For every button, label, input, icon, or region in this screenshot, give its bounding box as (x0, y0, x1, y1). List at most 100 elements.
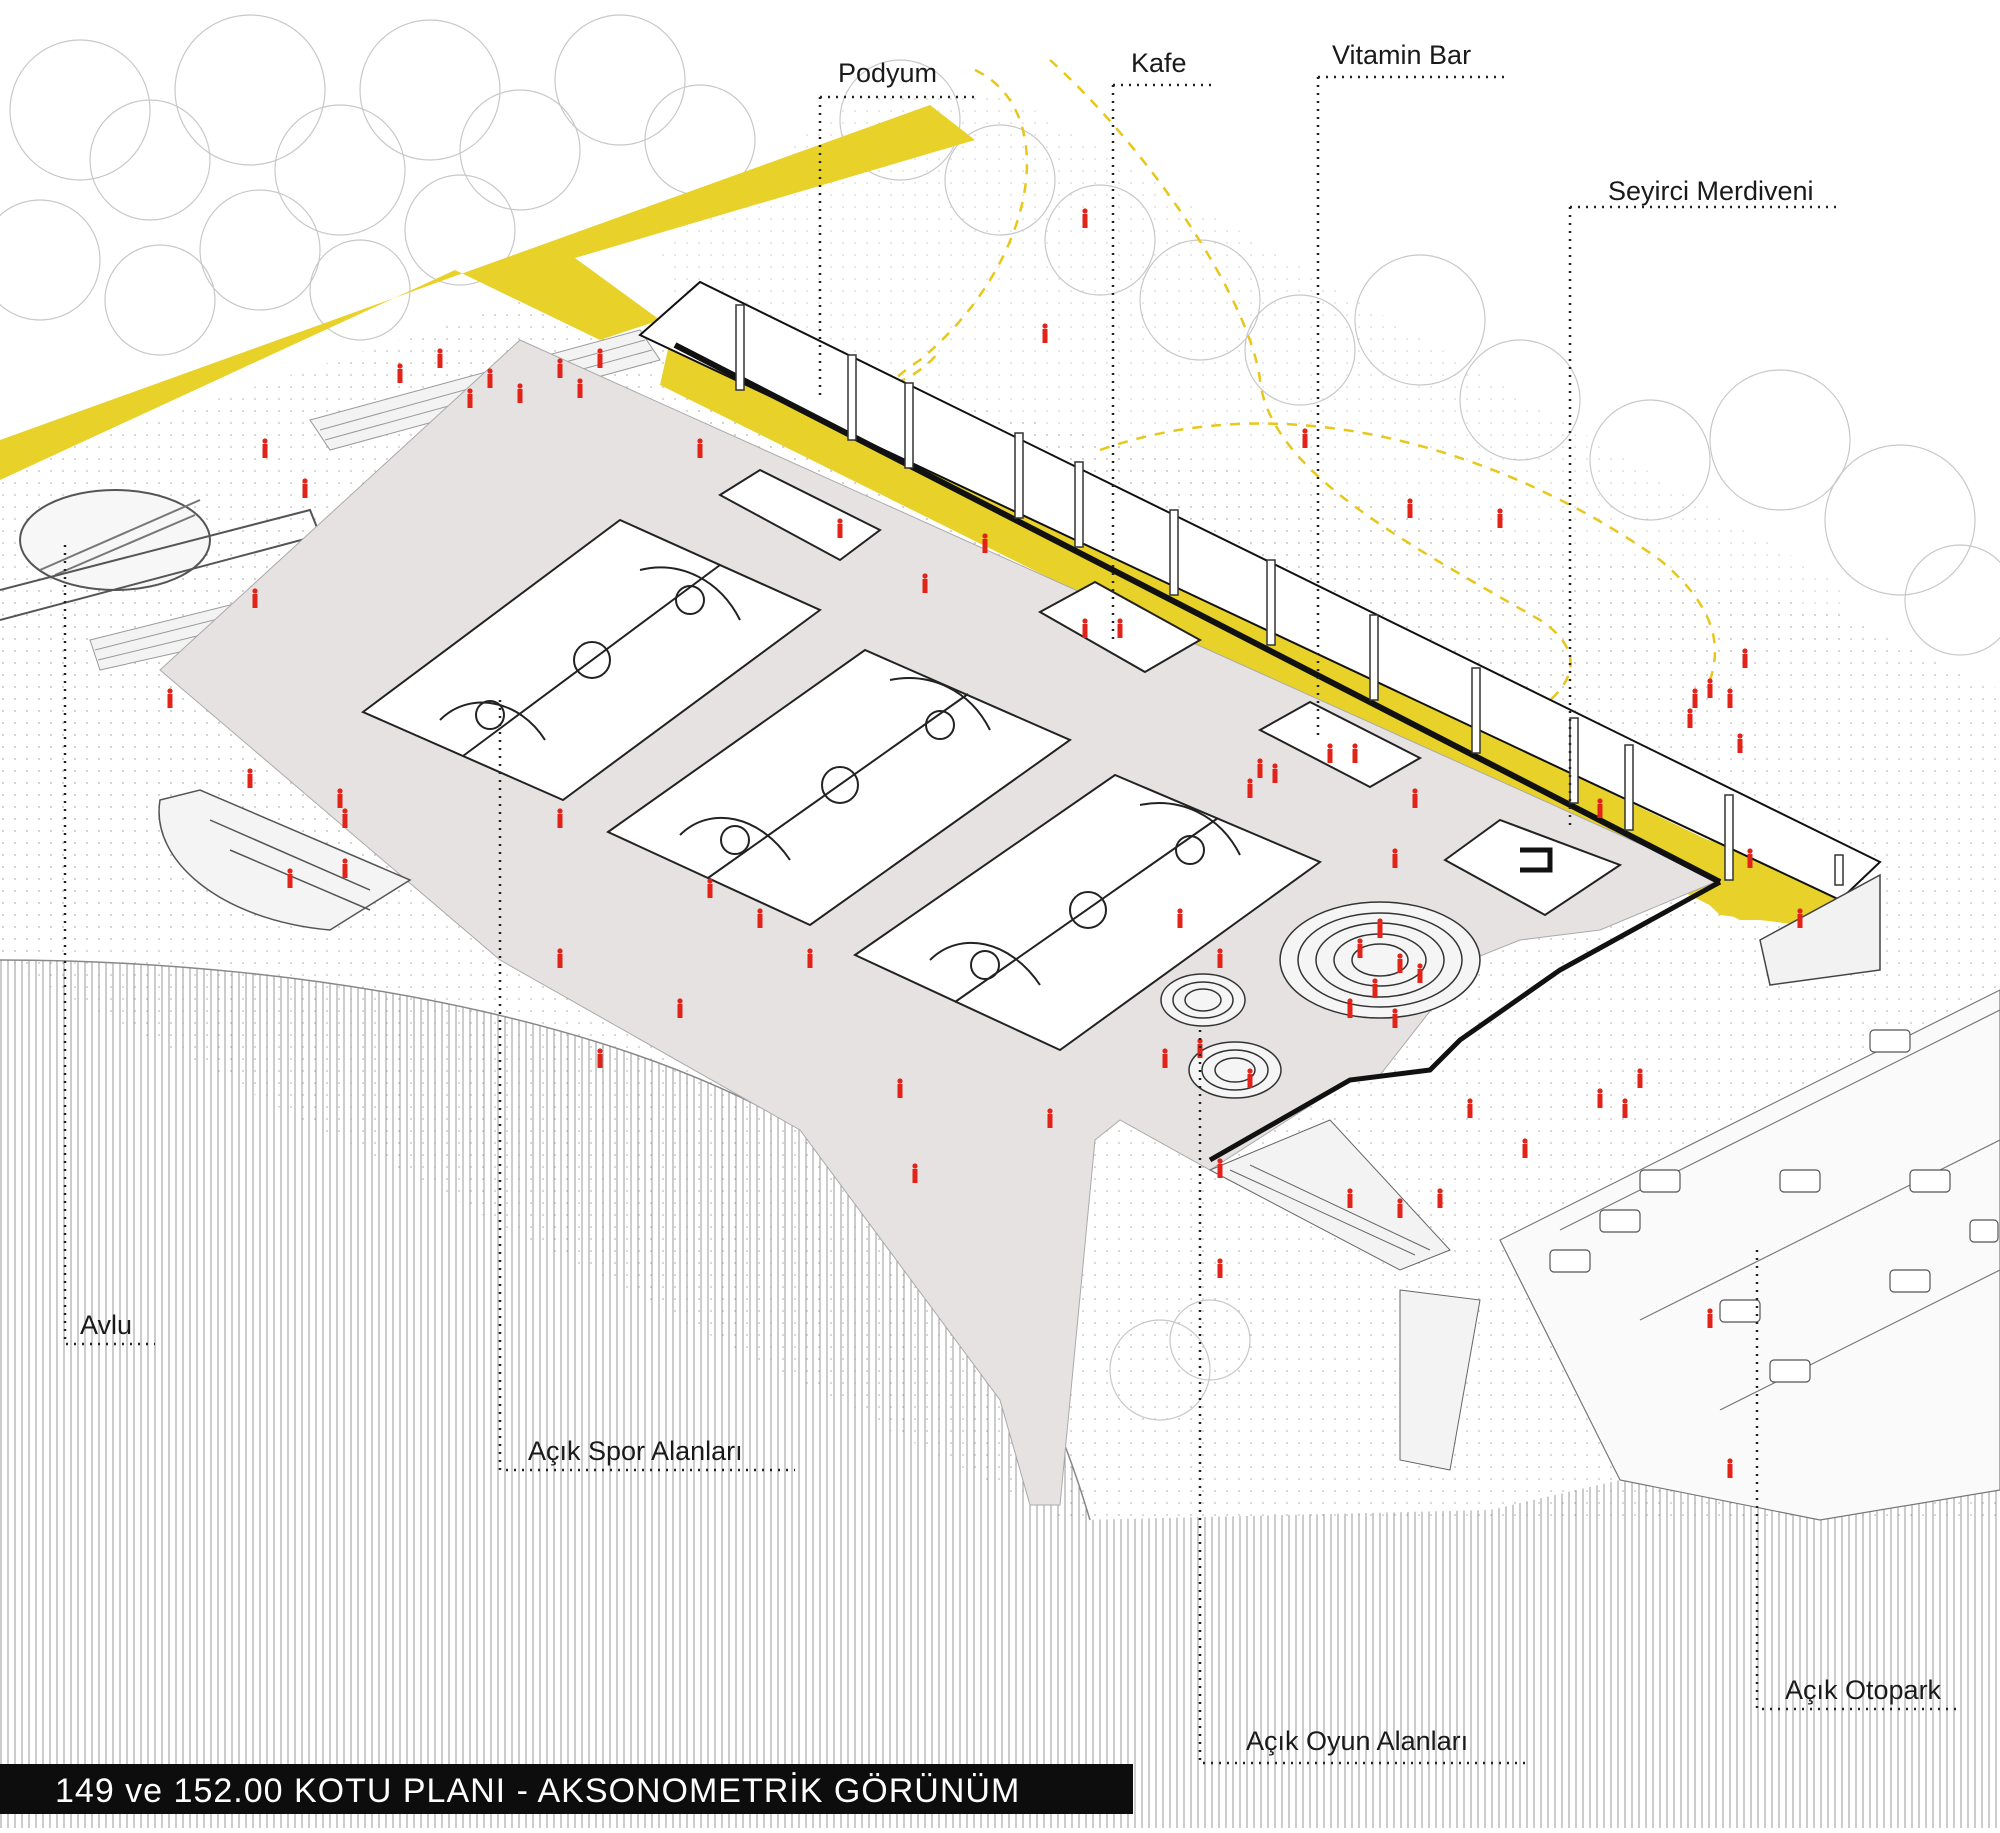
person-figure (1327, 743, 1333, 763)
person-figure (897, 1078, 903, 1098)
play-spirals (1160, 901, 1481, 1099)
person-figure (597, 348, 603, 368)
person-figure (1247, 778, 1253, 798)
person-figure (167, 688, 173, 708)
person-figure (677, 998, 683, 1018)
title-bar: 149 ve 152.00 KOTU PLANI - AKSONOMETRİK … (0, 1764, 1133, 1814)
person-figure (577, 378, 583, 398)
people-figures (167, 208, 1803, 1478)
podium-end-block (1759, 873, 1881, 986)
person-figure (1417, 963, 1423, 983)
person-figure (1737, 733, 1743, 753)
person-figure (342, 808, 348, 828)
label-acik-spor-alanlari: Açık Spor Alanları (528, 1436, 743, 1466)
person-figure (1692, 688, 1698, 708)
person-figure (1217, 1158, 1223, 1178)
person-figure (467, 388, 473, 408)
lower-stairs (1208, 1119, 1481, 1471)
person-figure (1437, 1188, 1443, 1208)
person-figure (1257, 758, 1263, 778)
person-figure (517, 383, 523, 403)
person-figure (1407, 498, 1413, 518)
cars (1549, 1029, 1999, 1383)
person-figure (1397, 953, 1403, 973)
person-figure (912, 1163, 918, 1183)
person-figure (1597, 1088, 1603, 1108)
person-figure (1727, 1458, 1733, 1478)
person-figure (1272, 763, 1278, 783)
plaza-edge (1208, 879, 1722, 1163)
person-figure (1467, 1098, 1473, 1118)
person-figure (557, 358, 563, 378)
person-figure (1392, 1008, 1398, 1028)
person-figure (1727, 688, 1733, 708)
person-figure (1117, 618, 1123, 638)
leader-otopark (1755, 1250, 1962, 1711)
label-vitamin-bar: Vitamin Bar (1332, 40, 1472, 70)
pavilion-vitamin-bar (1257, 700, 1423, 789)
leader-lines (63, 75, 1962, 1765)
person-figure (1162, 1048, 1168, 1068)
person-figure (807, 948, 813, 968)
person-figure (1197, 1038, 1203, 1058)
person-figure (1747, 848, 1753, 868)
person-figure (397, 363, 403, 383)
trees (0, 14, 2000, 1421)
label-seyirci-merdiveni: Seyirci Merdiveni (1608, 176, 1814, 206)
label-avlu: Avlu (80, 1310, 133, 1340)
person-figure (262, 438, 268, 458)
person-figure (1497, 508, 1503, 528)
person-figure (837, 518, 843, 538)
person-figure (302, 478, 308, 498)
person-figure (1742, 648, 1748, 668)
person-figure (1372, 978, 1378, 998)
plan-title: 149 ve 152.00 KOTU PLANI - AKSONOMETRİK … (55, 1772, 1021, 1810)
hatched-slope-left (0, 960, 1090, 1828)
person-figure (1707, 1308, 1713, 1328)
person-figure (1597, 798, 1603, 818)
person-figure (557, 808, 563, 828)
round-seating-left (0, 489, 322, 621)
podium-columns (735, 304, 1844, 886)
person-figure (487, 368, 493, 388)
person-figure (1347, 998, 1353, 1018)
label-podyum: Podyum (838, 58, 938, 88)
person-figure (982, 533, 988, 553)
person-figure (697, 438, 703, 458)
person-figure (1217, 1258, 1223, 1278)
person-figure (1082, 618, 1088, 638)
court-3 (852, 773, 1323, 1052)
court-1 (361, 518, 822, 802)
person-figure (1707, 678, 1713, 698)
dashed-route (892, 59, 1717, 722)
person-figure (247, 768, 253, 788)
person-figure (1392, 848, 1398, 868)
person-figure (287, 868, 293, 888)
person-figure (557, 948, 563, 968)
person-figure (1377, 918, 1383, 938)
person-figure (1522, 1138, 1528, 1158)
person-figure (1047, 1108, 1053, 1128)
person-figure (597, 1048, 603, 1068)
hatched-slope-right (1080, 1480, 2000, 1828)
person-figure (1177, 908, 1183, 928)
person-figure (437, 348, 443, 368)
person-figure (342, 858, 348, 878)
person-figure (1302, 428, 1308, 448)
person-figure (1082, 208, 1088, 228)
person-figure (1687, 708, 1693, 728)
label-kafe: Kafe (1131, 48, 1187, 78)
person-figure (1247, 1068, 1253, 1088)
person-figure (1412, 788, 1418, 808)
label-acik-otopark: Açık Otopark (1785, 1675, 1942, 1705)
person-figure (757, 908, 763, 928)
person-figure (252, 588, 258, 608)
person-figure (1622, 1098, 1628, 1118)
courts (361, 518, 1323, 1052)
yellow-band-left (0, 105, 975, 480)
person-figure (1637, 1068, 1643, 1088)
person-figure (1797, 908, 1803, 928)
person-figure (1352, 743, 1358, 763)
